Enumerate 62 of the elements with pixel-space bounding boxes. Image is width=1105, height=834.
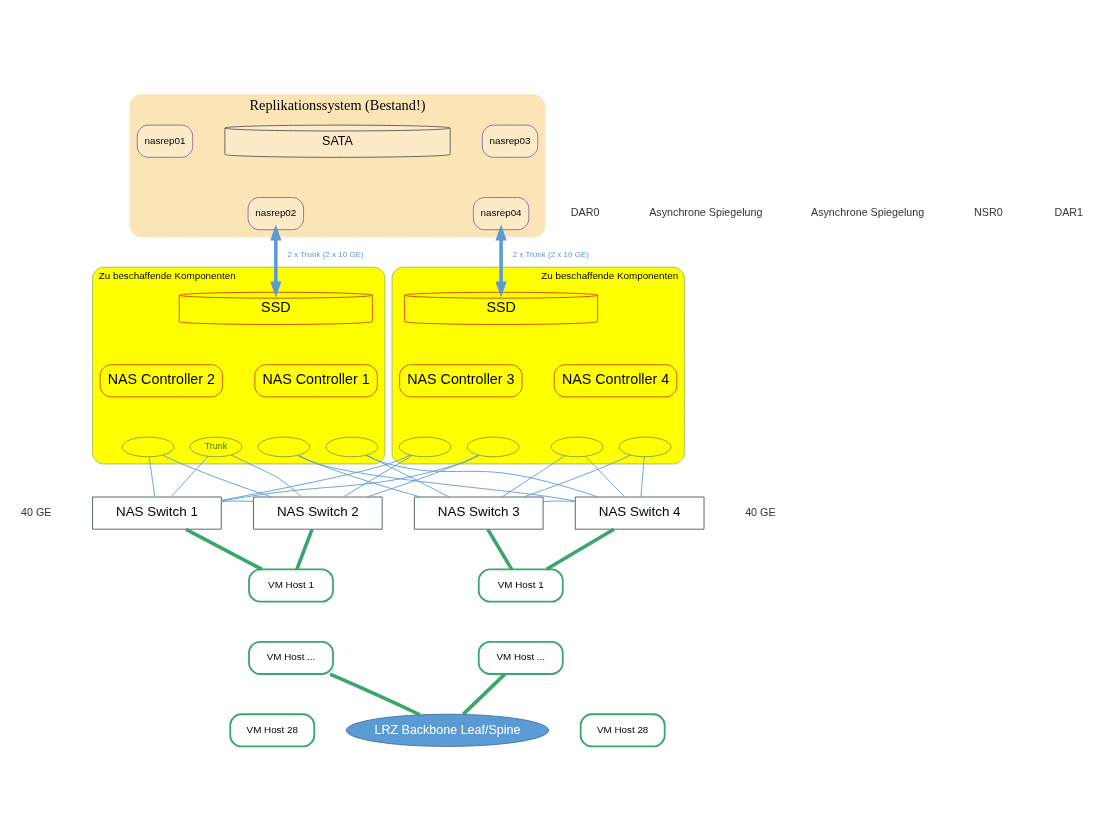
connector	[220, 454, 411, 501]
connector	[640, 456, 645, 498]
edge-label: 2 x Trunk (2 x 10 GE)	[287, 249, 364, 259]
node-ellipse	[257, 436, 311, 458]
connector	[585, 456, 626, 498]
node-box: NAS Controller 3	[399, 364, 523, 398]
node-box: nasrep03	[481, 124, 539, 158]
connector	[220, 500, 254, 502]
connector	[295, 528, 314, 570]
connector	[221, 454, 480, 502]
label: DAR0	[570, 206, 600, 219]
label: 40 GE	[21, 505, 52, 518]
node-box: nasrep02	[247, 197, 304, 231]
label: DAR1	[1054, 206, 1084, 219]
connector	[329, 672, 421, 717]
connector	[501, 455, 566, 498]
arrow	[495, 224, 507, 298]
node-box: nasrep04	[472, 197, 530, 231]
node-box: VM Host 1	[248, 568, 334, 603]
connector	[162, 454, 272, 498]
connector	[185, 527, 263, 571]
node-box: VM Host ...	[477, 640, 564, 675]
label: Asynchrone Spiegelung	[649, 206, 763, 219]
connector	[365, 454, 599, 498]
connector	[148, 456, 156, 498]
connector	[461, 672, 507, 716]
connector	[365, 454, 450, 498]
node-box: NAS Controller 1	[254, 364, 378, 398]
connector	[342, 455, 413, 498]
node-box: NAS Switch 4	[574, 496, 705, 530]
arrow	[270, 224, 282, 298]
node-box: nasrep01	[136, 124, 194, 158]
node-box: NAS Switch 1	[92, 496, 222, 530]
connector	[486, 528, 514, 571]
node-box: NAS Controller 4	[553, 364, 678, 398]
connector	[170, 456, 209, 498]
node-box: VM Host 1	[477, 568, 564, 603]
connector	[230, 454, 303, 498]
connector	[545, 527, 615, 571]
node-ellipse	[618, 436, 672, 458]
node-box: NAS Controller 2	[99, 364, 224, 398]
node-ellipse	[121, 436, 175, 458]
edge-label: 2 x Trunk (2 x 10 GE)	[512, 249, 590, 259]
node-ellipse	[398, 436, 452, 458]
node-box: NAS Switch 2	[253, 496, 383, 530]
connector	[523, 454, 631, 498]
label: Asynchrone Spiegelung	[811, 206, 925, 219]
node-box: VM Host 28	[579, 713, 666, 748]
node-box: NAS Switch 3	[413, 496, 544, 530]
connector	[296, 454, 576, 502]
connector	[366, 454, 479, 498]
label: NSR0	[974, 206, 1003, 219]
node-box: VM Host 28	[229, 713, 316, 748]
label: 40 GE	[745, 505, 776, 518]
node-ellipse	[325, 436, 379, 458]
connector	[297, 454, 421, 498]
node-ellipse: Trunk	[189, 436, 243, 458]
connector	[542, 500, 576, 502]
node-ellipse	[550, 436, 604, 458]
node-box: VM Host ...	[248, 640, 334, 675]
node-ellipse	[466, 436, 520, 458]
node-ellipse: LRZ Backbone Leaf/Spine	[345, 713, 550, 747]
